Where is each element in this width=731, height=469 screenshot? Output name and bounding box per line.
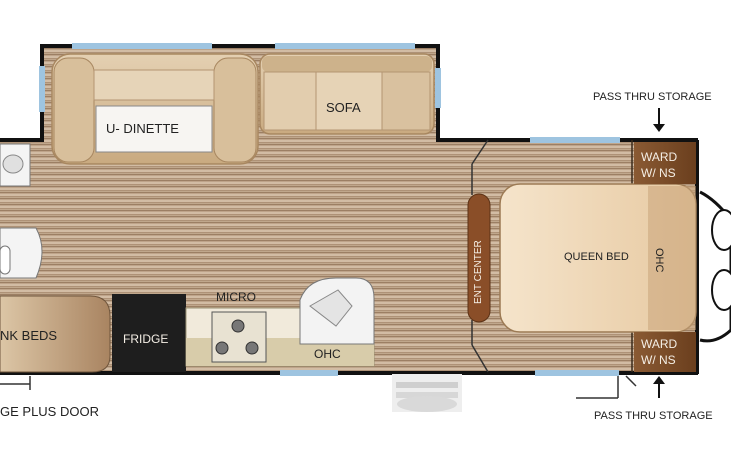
storage-door-right	[576, 375, 637, 399]
label-sofa: SOFA	[326, 100, 361, 115]
label-ohc-kitchen: OHC	[314, 347, 341, 361]
slide-window-1	[72, 43, 212, 49]
storage-door-left	[0, 376, 31, 390]
label-pass-thru-top: PASS THRU STORAGE	[593, 91, 712, 103]
u-dinette	[51, 53, 259, 165]
ent-center	[467, 193, 491, 323]
slide-window-right	[435, 68, 441, 108]
entry-step	[392, 374, 462, 412]
label-storage-plus-door: GE PLUS DOOR	[0, 404, 99, 419]
label-u-dinette: U- DINETTE	[106, 121, 179, 136]
sink	[0, 143, 31, 187]
slide-window-left	[39, 66, 45, 112]
label-ward-top-2: W/ NS	[641, 166, 676, 180]
sofa	[259, 53, 435, 135]
label-ent-center: ENT CENTER	[473, 240, 484, 304]
hitch	[699, 190, 731, 343]
bunk-beds	[0, 295, 111, 373]
label-fridge: FRIDGE	[123, 332, 169, 346]
wardrobe-bottom	[634, 332, 696, 372]
bath-counter	[0, 227, 43, 279]
pass-thru-arrow-bottom	[653, 376, 665, 398]
label-micro: MICRO	[216, 290, 256, 304]
label-ward-top-1: WARD	[641, 150, 678, 164]
queen-bed	[499, 183, 697, 333]
window-bedroom-bottom	[535, 370, 619, 376]
window-bedroom-top	[530, 137, 620, 143]
window-kitchen	[280, 370, 338, 376]
label-pass-thru-bottom: PASS THRU STORAGE	[594, 410, 713, 422]
label-ward-bottom-1: WARD	[641, 337, 678, 351]
kitchen-counter	[185, 277, 375, 367]
label-queen-bed: QUEEN BED	[564, 251, 629, 263]
label-ohc-bedroom: OHC	[653, 248, 665, 273]
label-ward-bottom-2: W/ NS	[641, 353, 676, 367]
fridge	[112, 294, 186, 372]
label-bunk-beds: NK BEDS	[0, 328, 58, 343]
pass-thru-arrow-top	[653, 108, 665, 132]
wardrobe-top	[634, 142, 696, 184]
slide-window-2	[275, 43, 415, 49]
